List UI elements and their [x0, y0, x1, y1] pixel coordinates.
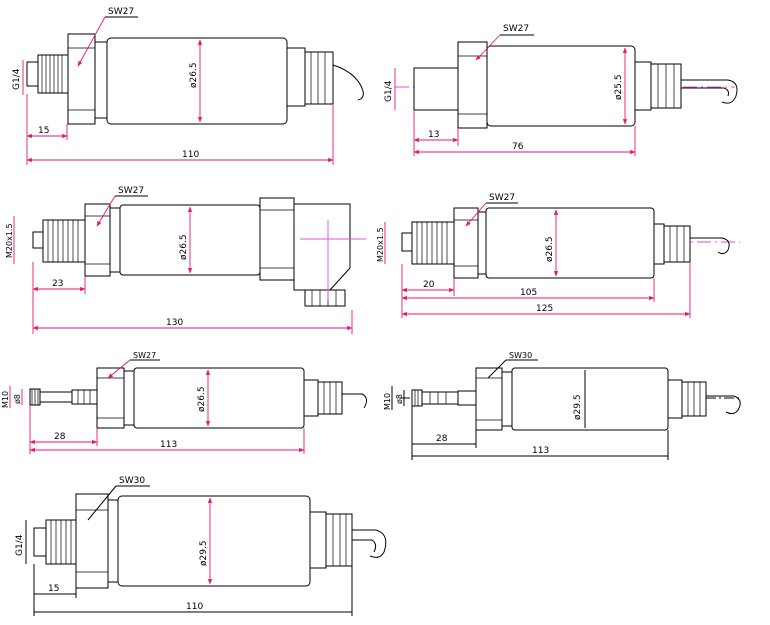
dim-15: 15 — [38, 126, 49, 136]
dim-23: 23 — [52, 279, 63, 289]
cable-gland — [286, 47, 306, 107]
cable-gland — [634, 61, 652, 111]
dim-15: 15 — [48, 584, 59, 594]
wrench-label: SW27 — [118, 186, 144, 196]
cable — [332, 64, 364, 101]
dim-105: 105 — [520, 288, 537, 298]
cable-gland — [653, 223, 665, 265]
dim-130: 130 — [166, 318, 183, 328]
dim-28: 28 — [54, 432, 66, 442]
wrench-label: SW27 — [503, 24, 529, 34]
hex-nut — [84, 203, 111, 277]
thread-label: M10 — [383, 393, 392, 410]
sensor-body — [117, 495, 311, 587]
din-connector — [293, 203, 351, 291]
wrench-label: SW30 — [119, 476, 145, 486]
drawing-7: ø29.5 G1/4 SW30 15 110 — [15, 476, 387, 616]
diameter-label: ø26.5 — [179, 234, 189, 260]
dim-20: 20 — [423, 280, 435, 290]
sensor-body — [485, 207, 655, 279]
drawing-2: ø25.5 G1/4 SW27 13 76 — [384, 24, 738, 156]
diameter-label: ø26.5 — [545, 236, 555, 262]
sensor-body — [486, 45, 636, 127]
cable-gland — [667, 379, 683, 419]
thread-label: M20x1.5 — [376, 227, 385, 262]
diameter-label: ø29.5 — [199, 540, 209, 566]
diameter-label: ø26.5 — [189, 62, 199, 88]
thread-label: M20x1.5 — [5, 223, 14, 258]
diameter-label: ø29.5 — [573, 394, 583, 420]
sensor-body — [511, 367, 669, 431]
thread-section — [411, 221, 455, 265]
fitting-tip — [411, 389, 423, 407]
cable — [681, 79, 738, 104]
dim-125: 125 — [536, 304, 553, 314]
connector-plug — [304, 289, 346, 307]
cable — [690, 237, 730, 255]
hex-nut — [475, 367, 503, 431]
dim-76: 76 — [512, 142, 524, 152]
fitting-tip — [33, 527, 47, 557]
drawing-5: ø26.5 M10 ø8 SW27 28 113 — [1, 351, 368, 454]
dim-28: 28 — [436, 434, 448, 444]
dim-113: 113 — [532, 446, 549, 456]
stem — [421, 391, 459, 405]
thread-label: M10 — [1, 391, 10, 408]
diameter-label: ø25.5 — [614, 74, 624, 100]
connector-ring — [259, 197, 295, 281]
thread-label: G1/4 — [15, 534, 25, 556]
bore-label: ø8 — [395, 394, 404, 404]
cable — [342, 393, 368, 409]
hex-nut — [67, 33, 96, 125]
wrench-label: SW30 — [509, 351, 532, 360]
drawing-1: ø26.5 G1/4 SW27 15 110 — [12, 7, 364, 165]
dim-110: 110 — [182, 150, 199, 160]
dim-13: 13 — [428, 130, 439, 140]
dim-113: 113 — [160, 440, 177, 450]
sensor-body — [133, 367, 305, 429]
fitting-tip — [401, 232, 413, 252]
cable-gland — [303, 379, 319, 417]
thread-section — [42, 219, 86, 263]
thread-label: G1/4 — [384, 80, 394, 102]
cable-gland — [309, 511, 327, 569]
wrench-label: SW27 — [108, 7, 134, 17]
thread-section — [37, 54, 69, 94]
bore-label: ø8 — [13, 394, 22, 404]
hex-nut — [96, 367, 125, 429]
drawing-4: ø26.5 M20x1.5 SW27 20 105 125 — [376, 193, 740, 318]
drawing-3: ø26.5 M20x1.5 SW27 23 130 — [5, 186, 366, 334]
wrench-label: SW27 — [489, 193, 515, 203]
cable — [352, 529, 387, 558]
fitting — [413, 67, 459, 111]
wrench-label: SW27 — [133, 351, 156, 360]
hex-nut — [75, 493, 109, 589]
stem — [39, 391, 73, 403]
cable — [706, 395, 741, 415]
fitting-tip — [32, 231, 44, 249]
diameter-label: ø26.5 — [197, 386, 207, 412]
thread-label: G1/4 — [12, 68, 22, 90]
hex-nut — [457, 41, 488, 129]
dim-110: 110 — [186, 602, 203, 612]
drawing-6: ø29.5 M10 ø8 SW30 28 113 — [383, 351, 741, 460]
hex-nut — [453, 207, 479, 279]
